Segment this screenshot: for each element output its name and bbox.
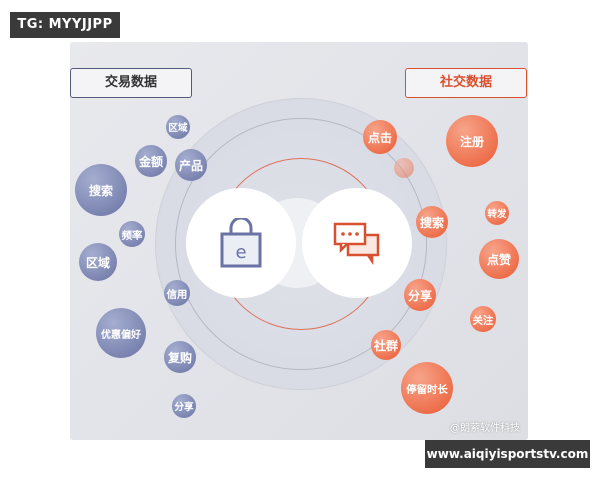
site-url: www.aiqiyisportstv.com bbox=[425, 440, 590, 468]
tg-label: TG: MYYJJPP bbox=[10, 12, 120, 38]
right-center-circle bbox=[302, 188, 412, 298]
right-bubble: 搜索 bbox=[416, 206, 448, 238]
right-bubble: 关注 bbox=[470, 306, 496, 332]
left-bubble: 分享 bbox=[172, 394, 196, 418]
left-bubble: 复购 bbox=[164, 341, 196, 373]
left-bubble: 优惠偏好 bbox=[96, 308, 146, 358]
right-bubble: 社群 bbox=[371, 330, 401, 360]
chat-bubbles-icon bbox=[333, 222, 380, 265]
right-bubble: 停留时长 bbox=[401, 362, 453, 414]
left-center-circle: e bbox=[186, 188, 296, 298]
right-bubble: 注册 bbox=[446, 115, 498, 167]
social-data-header: 社交数据 bbox=[405, 68, 527, 98]
watermark: @朗萦软件科技 bbox=[450, 423, 520, 434]
trade-data-header: 交易数据 bbox=[70, 68, 192, 98]
left-bubble: 搜索 bbox=[75, 164, 127, 216]
left-bubble: 信用 bbox=[164, 280, 190, 306]
left-bubble: 频率 bbox=[119, 221, 145, 247]
left-bubble: 区域 bbox=[166, 115, 190, 139]
right-bubble: 点击 bbox=[363, 120, 397, 154]
right-bubble: 转发 bbox=[485, 201, 509, 225]
left-bubble: 金额 bbox=[135, 145, 167, 177]
left-bubble: 产品 bbox=[175, 149, 207, 181]
right-bubble bbox=[394, 158, 414, 178]
middle-ring bbox=[175, 118, 427, 370]
right-bubble: 点赞 bbox=[479, 239, 519, 279]
diagram-card: e 交易数据 社交数据 区域金额产品搜索频率区域信用优惠偏好复购分享点击注册搜索… bbox=[70, 42, 528, 440]
shopping-bag-e-icon: e bbox=[220, 218, 262, 268]
right-bubble: 分享 bbox=[404, 279, 436, 311]
svg-text:e: e bbox=[235, 242, 246, 263]
left-bubble: 区域 bbox=[79, 243, 117, 281]
